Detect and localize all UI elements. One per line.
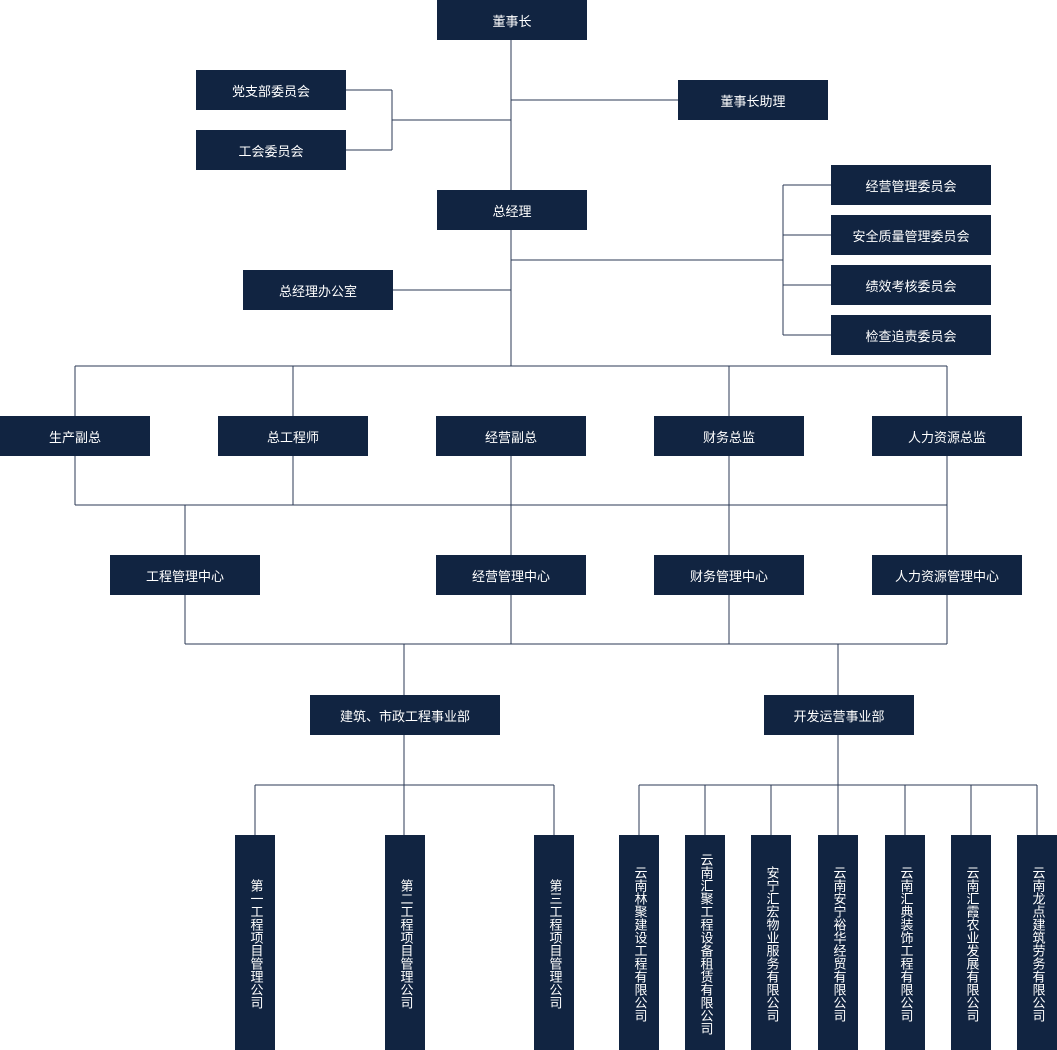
node-executive: 财务总监 xyxy=(654,416,804,456)
node-subsidiary: 云南汇典装饰工程有限公司 xyxy=(885,835,925,1050)
node-committee: 安全质量管理委员会 xyxy=(831,215,991,255)
node-union-committee: 工会委员会 xyxy=(196,130,346,170)
node-party-committee: 党支部委员会 xyxy=(196,70,346,110)
node-division: 开发运营事业部 xyxy=(764,695,914,735)
node-executive: 经营副总 xyxy=(436,416,586,456)
node-subsidiary: 云南林聚建设工程有限公司 xyxy=(619,835,659,1050)
node-subsidiary: 云南龙点建筑劳务有限公司 xyxy=(1017,835,1057,1050)
node-committee: 经营管理委员会 xyxy=(831,165,991,205)
node-project-company: 第一工程项目管理公司 xyxy=(235,835,275,1050)
node-subsidiary: 安宁汇宏物业服务有限公司 xyxy=(751,835,791,1050)
node-committee: 检查追责委员会 xyxy=(831,315,991,355)
node-center: 财务管理中心 xyxy=(654,555,804,595)
node-gm-office: 总经理办公室 xyxy=(243,270,393,310)
node-chairman-assistant: 董事长助理 xyxy=(678,80,828,120)
node-executive: 生产副总 xyxy=(0,416,150,456)
node-committee: 绩效考核委员会 xyxy=(831,265,991,305)
node-project-company: 第二工程项目管理公司 xyxy=(385,835,425,1050)
node-center: 经营管理中心 xyxy=(436,555,586,595)
node-center: 人力资源管理中心 xyxy=(872,555,1022,595)
node-subsidiary: 云南安宁裕华经贸有限公司 xyxy=(818,835,858,1050)
node-executive: 人力资源总监 xyxy=(872,416,1022,456)
node-division: 建筑、市政工程事业部 xyxy=(310,695,500,735)
node-subsidiary: 云南汇聚工程设备租赁有限公司 xyxy=(685,835,725,1050)
node-general-manager: 总经理 xyxy=(437,190,587,230)
node-project-company: 第三工程项目管理公司 xyxy=(534,835,574,1050)
node-center: 工程管理中心 xyxy=(110,555,260,595)
node-executive: 总工程师 xyxy=(218,416,368,456)
node-subsidiary: 云南汇霞农业发展有限公司 xyxy=(951,835,991,1050)
node-chairman: 董事长 xyxy=(437,0,587,40)
